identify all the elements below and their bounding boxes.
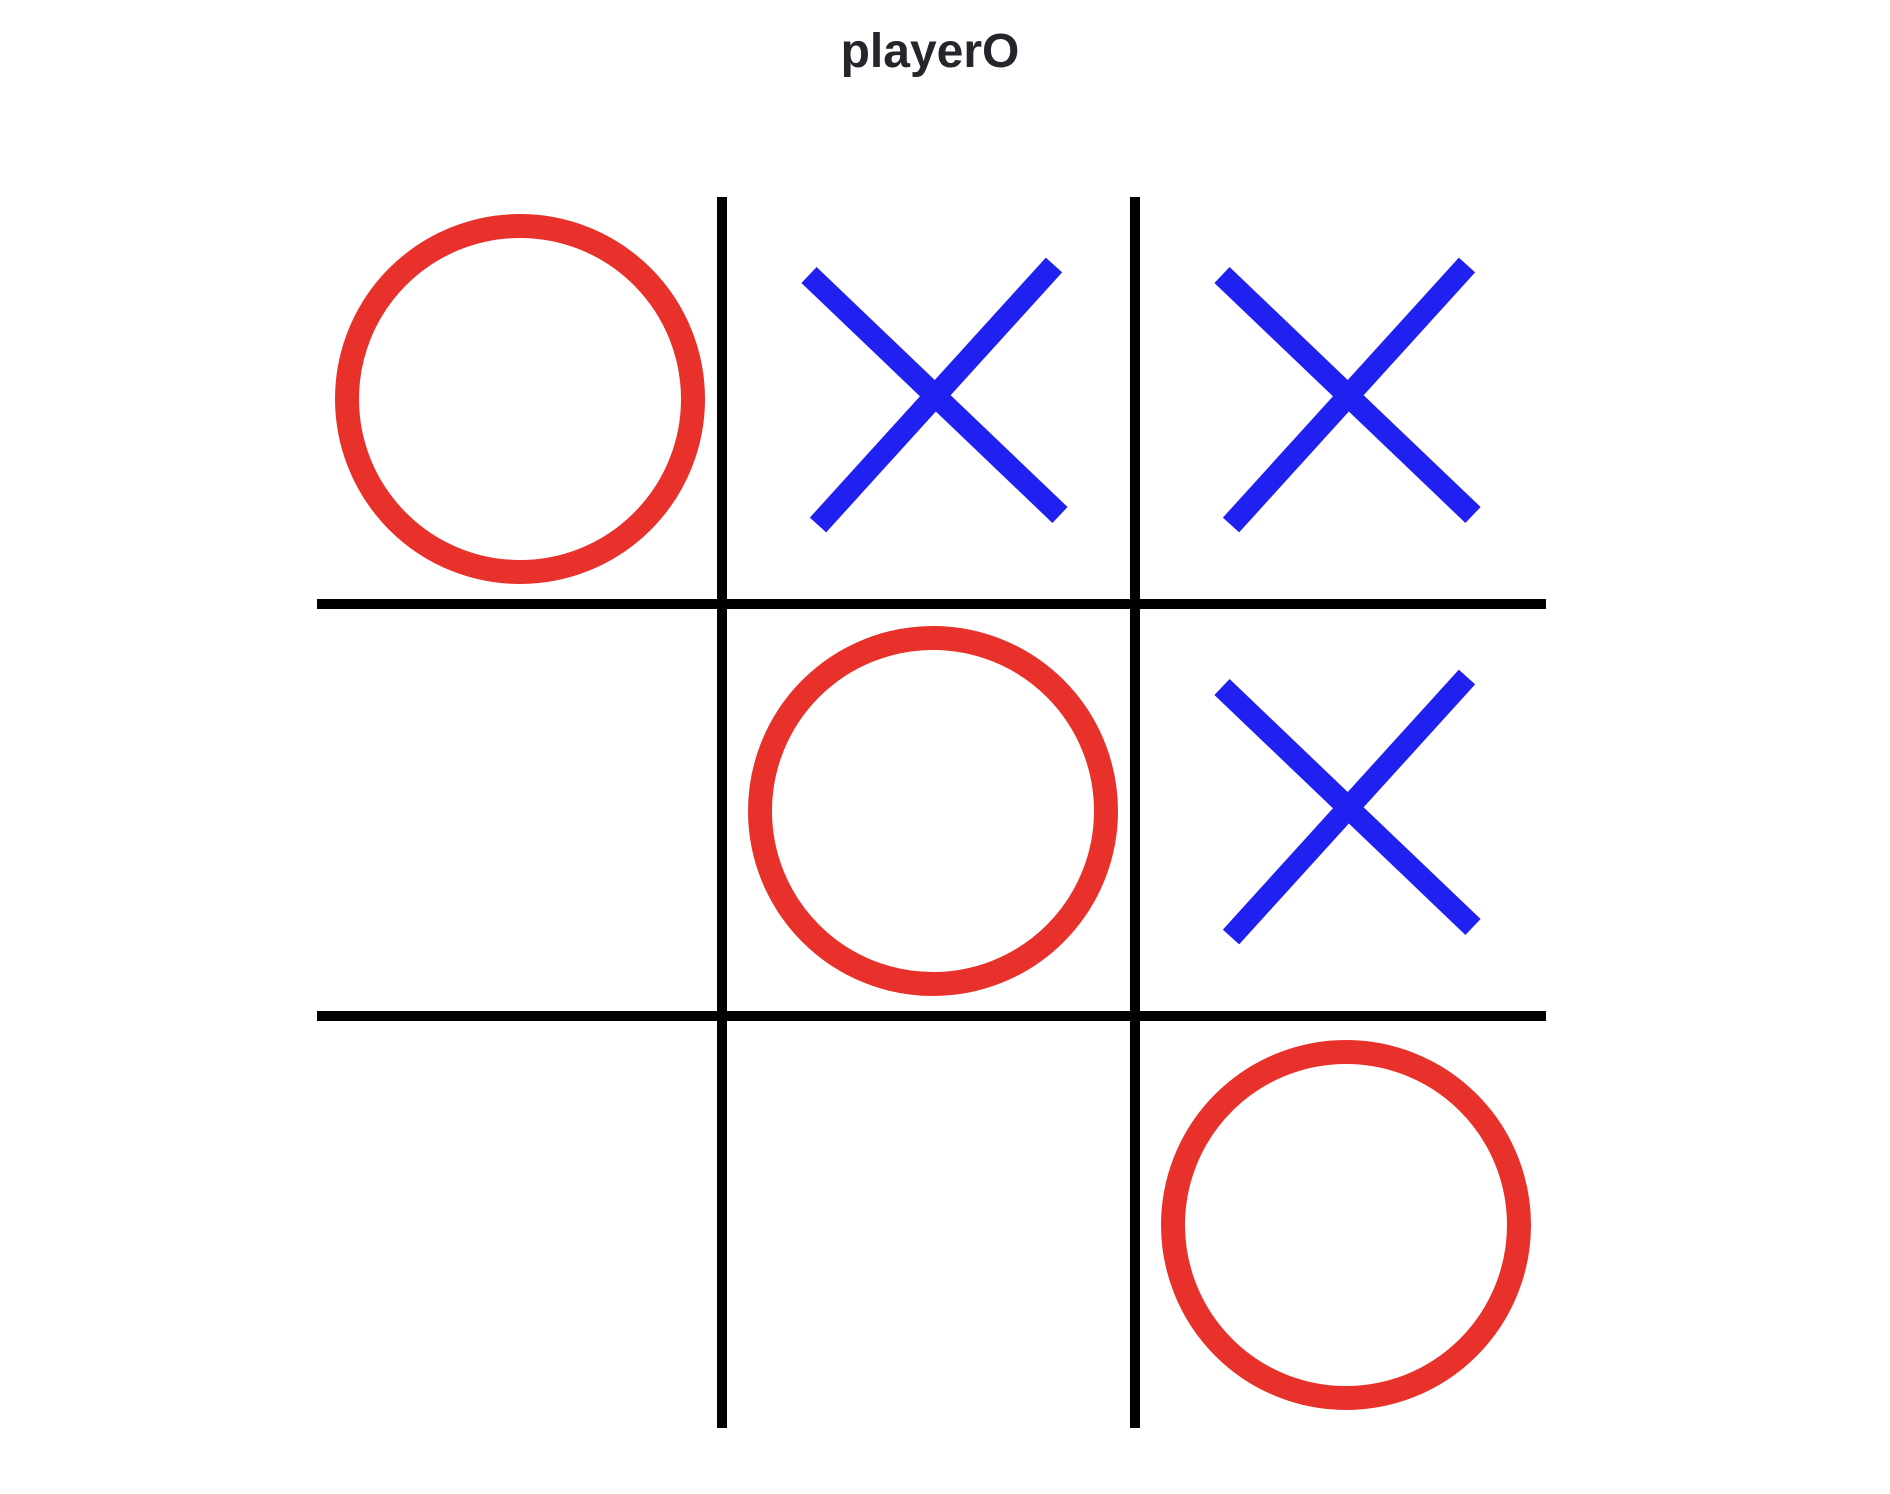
board-cell-2[interactable]: X bbox=[1143, 197, 1548, 602]
board-cell-0[interactable]: O bbox=[317, 197, 722, 602]
o-mark-icon bbox=[748, 626, 1118, 996]
board-cell-7[interactable] bbox=[730, 1023, 1135, 1428]
x-mark-icon bbox=[801, 257, 1068, 533]
o-mark-icon bbox=[335, 214, 705, 584]
board-cell-4[interactable]: O bbox=[730, 609, 1135, 1014]
o-mark-icon bbox=[1161, 1040, 1531, 1410]
board-cell-8[interactable]: O bbox=[1143, 1023, 1548, 1428]
current-player-status: playerO bbox=[840, 25, 1020, 78]
board-cell-6[interactable] bbox=[317, 1023, 722, 1428]
grid-line-horizontal-1 bbox=[317, 599, 1546, 609]
x-mark-icon bbox=[1214, 257, 1481, 533]
cell-value bbox=[317, 1023, 318, 1024]
cell-value bbox=[317, 609, 318, 610]
cell-value bbox=[730, 1023, 731, 1024]
x-mark-icon bbox=[1214, 669, 1481, 945]
grid-line-vertical-2 bbox=[1130, 197, 1140, 1428]
tic-tac-toe-board: O X X O X O bbox=[317, 197, 1546, 1428]
grid-line-horizontal-2 bbox=[317, 1011, 1546, 1021]
board-cell-1[interactable]: X bbox=[730, 197, 1135, 602]
board-cell-3[interactable] bbox=[317, 609, 722, 1014]
board-cell-5[interactable]: X bbox=[1143, 609, 1548, 1014]
grid-line-vertical-1 bbox=[717, 197, 727, 1428]
